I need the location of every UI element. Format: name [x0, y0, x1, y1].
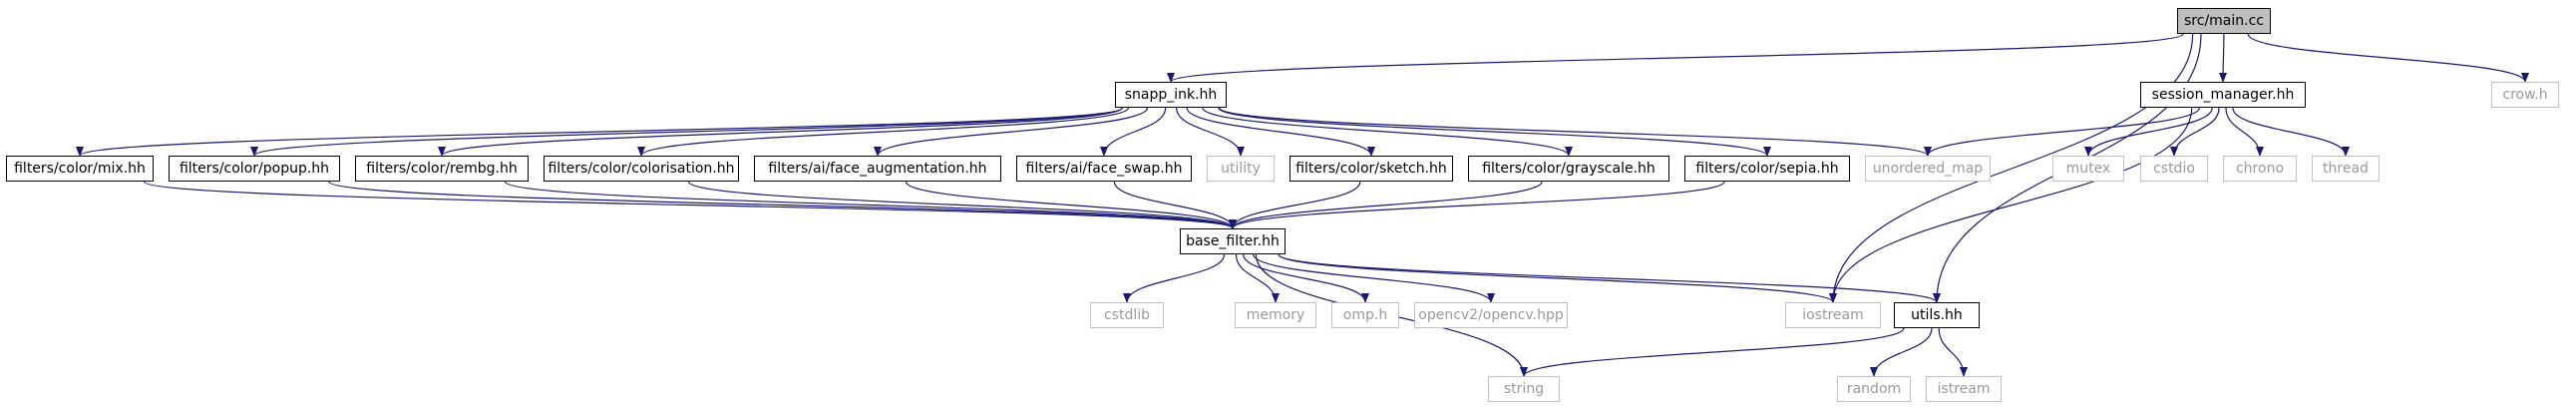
edge-snapp_ink-to-colorisation — [637, 107, 1130, 157]
edge-snapp_ink-to-mix — [76, 107, 1123, 157]
node-utils[interactable]: utils.hh — [1894, 302, 1980, 328]
edge-colorisation-to-base_filter — [687, 181, 1237, 229]
node-filter-sepia[interactable]: filters/color/sepia.hh — [1684, 156, 1850, 182]
edge-utils-to-random — [1870, 327, 1933, 377]
edge-snapp_ink-to-sepia — [1218, 107, 1771, 157]
node-cstdlib: cstdlib — [1090, 302, 1164, 328]
edge-sepia-to-base_filter — [1229, 181, 1725, 229]
node-filter-colorisation[interactable]: filters/color/colorisation.hh — [544, 156, 739, 182]
node-istream: istream — [1926, 376, 2002, 402]
node-thread: thread — [2312, 156, 2380, 182]
edge-base_filter-to-cstdlib — [1123, 253, 1226, 303]
edge-snapp_ink-to-unordered_map — [1219, 107, 1932, 157]
node-memory: memory — [1235, 302, 1316, 328]
edge-main_cc-to-snapp_ink — [1167, 33, 2184, 83]
node-utility: utility — [1207, 156, 1275, 182]
edge-snapp_ink-to-utility — [1176, 107, 1245, 157]
edge-layer — [76, 33, 2529, 377]
edge-base_filter-to-utils — [1278, 253, 1941, 303]
node-random: random — [1837, 376, 1911, 402]
edge-face_swap-to-base_filter — [1113, 181, 1237, 229]
edge-utils-to-string — [1520, 327, 1905, 377]
node-mutex: mutex — [2052, 156, 2124, 182]
edge-face_aug-to-base_filter — [905, 181, 1237, 229]
edge-snapp_ink-to-face_swap — [1100, 107, 1167, 157]
node-filter-sketch[interactable]: filters/color/sketch.hh — [1289, 156, 1453, 182]
edge-sketch-to-base_filter — [1229, 181, 1361, 229]
node-omp: omp.h — [1331, 302, 1399, 328]
edge-session_manager-to-thread — [2232, 107, 2350, 157]
node-iostream: iostream — [1785, 302, 1881, 328]
edge-snapp_ink-to-grayscale — [1202, 107, 1573, 157]
edge-main_cc-to-session_manager — [2219, 33, 2228, 83]
edge-snapp_ink-to-face_aug — [874, 107, 1149, 157]
node-opencv: opencv2/opencv.hpp — [1414, 302, 1568, 328]
node-unordered-map: unordered_map — [1865, 156, 1991, 182]
node-snapp-ink[interactable]: snapp_ink.hh — [1115, 82, 1227, 108]
edge-session_manager-to-chrono — [2225, 107, 2264, 157]
edge-mix-to-base_filter — [143, 181, 1237, 229]
edge-session_manager-to-mutex — [2084, 107, 2213, 157]
node-filter-face-swap[interactable]: filters/ai/face_swap.hh — [1016, 156, 1192, 182]
node-filter-rembg[interactable]: filters/color/rembg.hh — [355, 156, 529, 182]
edge-grayscale-to-base_filter — [1229, 181, 1543, 229]
node-filter-mix[interactable]: filters/color/mix.hh — [6, 156, 154, 182]
node-chrono: chrono — [2223, 156, 2297, 182]
edge-main_cc-to-crow — [2247, 33, 2529, 83]
edge-base_filter-to-memory — [1235, 253, 1280, 303]
edge-base_filter-to-opencv — [1253, 253, 1495, 303]
node-base-filter[interactable]: base_filter.hh — [1180, 228, 1286, 254]
edge-utils-to-istream — [1938, 327, 1968, 377]
edge-snapp_ink-to-rembg — [438, 107, 1123, 157]
node-filter-face-augmentation[interactable]: filters/ai/face_augmentation.hh — [754, 156, 1001, 182]
edge-snapp_ink-to-popup — [250, 107, 1123, 157]
node-filter-popup[interactable]: filters/color/popup.hh — [169, 156, 340, 182]
edge-session_manager-to-cstdio — [2170, 107, 2220, 157]
edge-session_manager-to-unordered_map — [1924, 107, 2200, 157]
node-filter-grayscale[interactable]: filters/color/grayscale.hh — [1468, 156, 1669, 182]
edge-base_filter-to-iostream — [1278, 253, 1837, 303]
edge-popup-to-base_filter — [328, 181, 1237, 229]
node-string: string — [1488, 376, 1560, 402]
node-main-cc[interactable]: src/main.cc — [2177, 8, 2271, 34]
edge-rembg-to-base_filter — [504, 181, 1237, 229]
edge-base_filter-to-omp — [1243, 253, 1369, 303]
edge-snapp_ink-to-sketch — [1186, 107, 1375, 157]
node-crow: crow.h — [2491, 82, 2559, 108]
edge-session_manager-to-iostream — [1829, 107, 2193, 303]
node-session-manager[interactable]: session_manager.hh — [2140, 82, 2306, 108]
node-cstdio: cstdio — [2140, 156, 2208, 182]
